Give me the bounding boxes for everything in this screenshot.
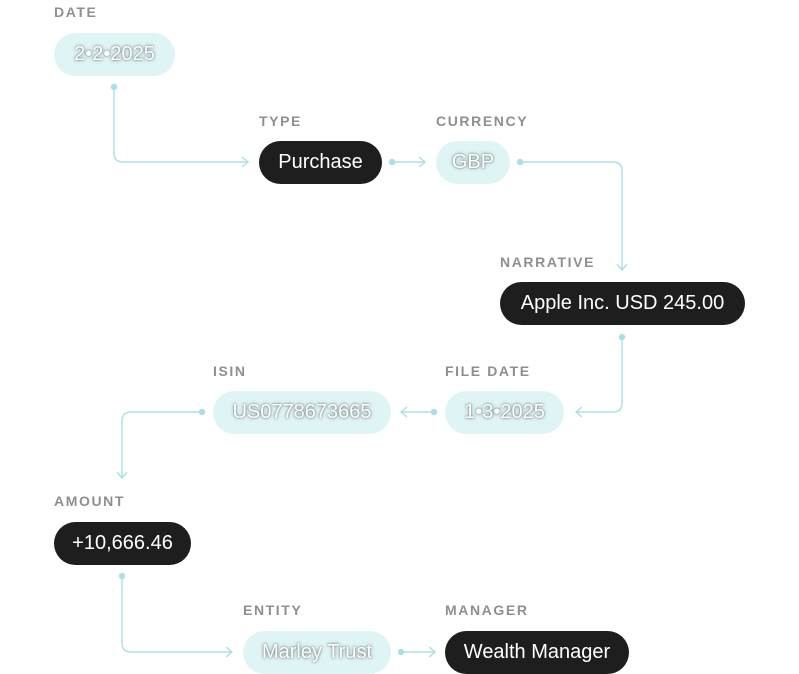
manager-label: MANAGER xyxy=(445,602,529,618)
type-label: TYPE xyxy=(259,113,302,129)
entity-value-pill: Marley Trust xyxy=(243,631,391,674)
currency-value-pill: GBP xyxy=(436,141,510,184)
isin-value-pill: US0778673665 xyxy=(213,391,391,434)
connector-isin-to-amount xyxy=(121,411,202,478)
narrative-value-pill: Apple Inc. USD 245.00 xyxy=(500,282,745,325)
arrowhead xyxy=(116,471,128,480)
type-value-pill: Purchase xyxy=(259,141,382,184)
date-value-pill: 2•2•2025 xyxy=(54,33,175,76)
amount-value-pill: +10,666.46 xyxy=(54,522,191,565)
date-label: DATE xyxy=(54,4,98,20)
file-date-value-pill: 1•3•2025 xyxy=(445,391,564,434)
entity-label: ENTITY xyxy=(243,602,303,618)
arrowhead xyxy=(225,646,234,658)
connector-currency-to-narrative xyxy=(520,161,623,270)
currency-label: CURRENCY xyxy=(436,113,529,129)
narrative-label: NARRATIVE xyxy=(500,254,596,270)
arrowhead xyxy=(399,406,408,418)
file-date-label: FILE DATE xyxy=(445,363,531,379)
connector-amount-to-entity xyxy=(121,576,232,653)
arrowhead xyxy=(428,646,437,658)
arrowhead xyxy=(616,263,628,272)
connector-narrative-to-filedate xyxy=(576,337,623,413)
amount-label: AMOUNT xyxy=(54,493,126,509)
arrowhead xyxy=(241,156,250,168)
connector-date-to-type xyxy=(113,87,248,163)
isin-label: ISIN xyxy=(213,363,247,379)
arrowhead xyxy=(418,156,427,168)
manager-value-pill: Wealth Manager xyxy=(445,631,629,674)
arrowhead xyxy=(574,406,583,418)
